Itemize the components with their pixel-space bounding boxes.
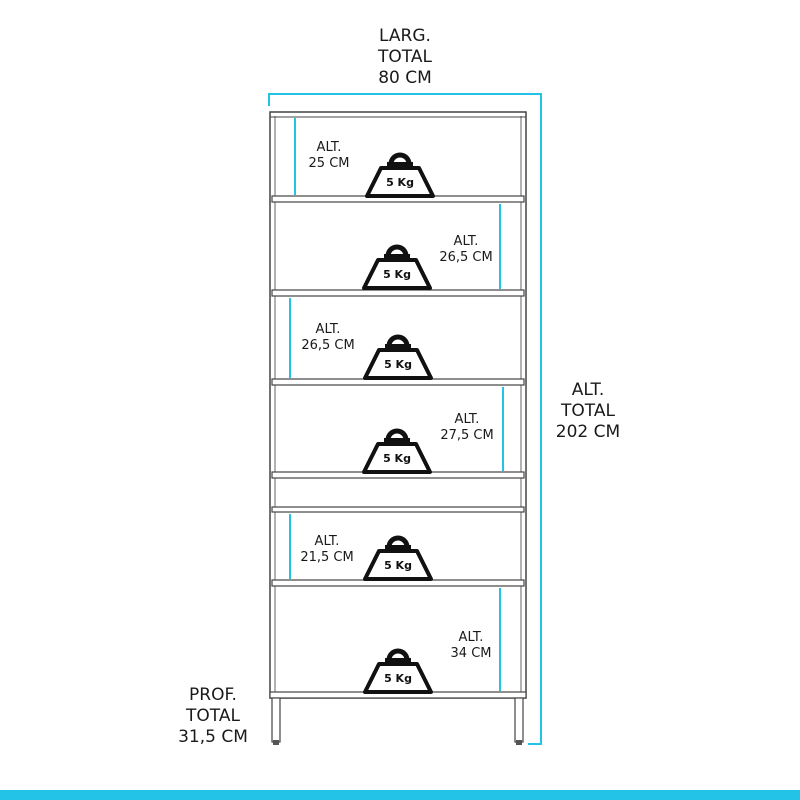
weight-label: 5 Kg <box>384 559 412 572</box>
weight-label: 5 Kg <box>383 268 411 281</box>
total-width-label: LARG. TOTAL 80 CM <box>378 26 432 88</box>
weight-label: 5 Kg <box>384 672 412 685</box>
weight-label: 5 Kg <box>383 452 411 465</box>
shelf-board <box>271 506 525 513</box>
shelf-height-label: ALT. 26,5 CM <box>301 322 355 353</box>
leg-left <box>271 697 281 743</box>
weight-icon: 5 Kg <box>363 334 433 380</box>
weight-icon: 5 Kg <box>363 648 433 694</box>
leg-foot-left <box>273 740 279 745</box>
leg-right <box>514 697 524 743</box>
top-board <box>269 111 527 118</box>
shelf-height-label: ALT. 26,5 CM <box>439 234 493 265</box>
weight-label: 5 Kg <box>386 176 414 189</box>
total-depth-label: PROF. TOTAL 31,5 CM <box>178 685 248 747</box>
weight-icon: 5 Kg <box>362 244 432 290</box>
total-height-label: ALT. TOTAL 202 CM <box>555 380 621 442</box>
weight-icon: 5 Kg <box>362 428 432 474</box>
accent-bar <box>0 790 800 800</box>
leg-foot-right <box>516 740 522 745</box>
weight-icon: 5 Kg <box>363 535 433 581</box>
weight-icon: 5 Kg <box>365 152 435 198</box>
shelf-height-label: ALT. 25 CM <box>308 140 350 171</box>
shelf-height-label: ALT. 21,5 CM <box>300 534 354 565</box>
shelf-board <box>271 289 525 297</box>
weight-label: 5 Kg <box>384 358 412 371</box>
shelf-height-label: ALT. 27,5 CM <box>440 412 494 443</box>
shelf-height-label: ALT. 34 CM <box>450 630 492 661</box>
